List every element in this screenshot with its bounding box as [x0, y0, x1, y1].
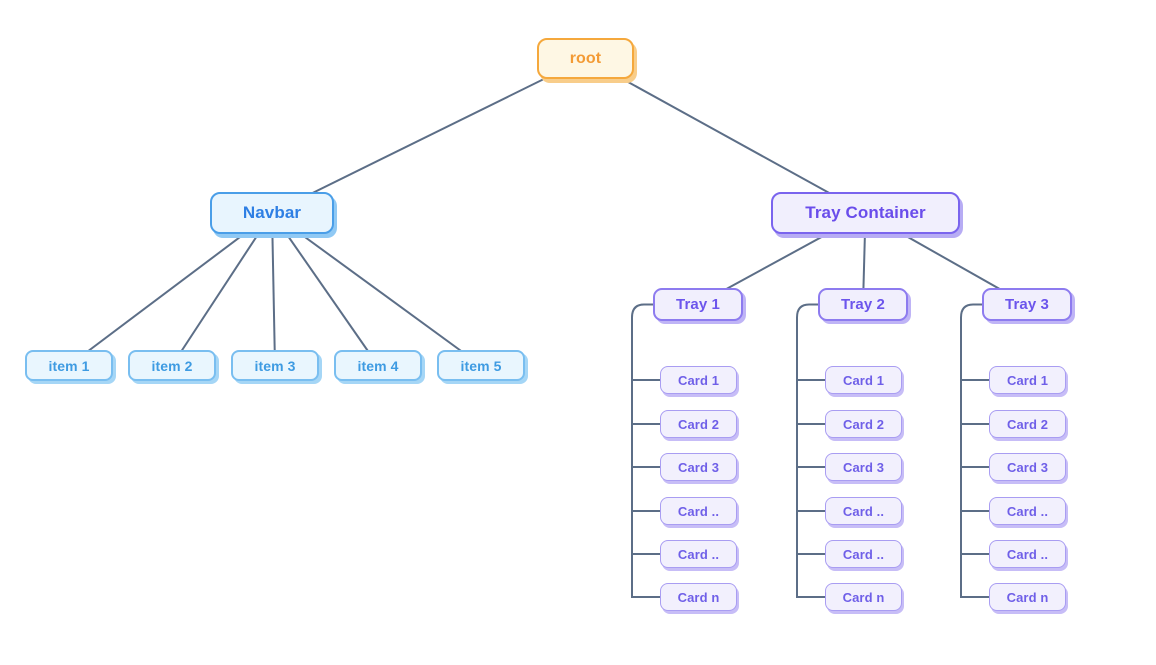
node-tray-3-card-2-label: Card 2 — [1006, 416, 1049, 432]
node-tray-2: Tray 2 — [818, 288, 908, 321]
node-tray-3: Tray 3 — [982, 288, 1072, 321]
node-tray-1-card-5: Card .. — [660, 540, 737, 568]
node-tray-2-card-3-label: Card 3 — [842, 459, 885, 475]
node-tray-2-card-6: Card n — [825, 583, 902, 611]
node-tray-1-card-6-label: Card n — [677, 589, 720, 605]
node-item-2-label: item 2 — [151, 357, 193, 374]
node-tray-2-card-1-label: Card 1 — [842, 372, 885, 388]
node-tray-2-card-4: Card .. — [825, 497, 902, 525]
node-tray-3-card-2: Card 2 — [989, 410, 1066, 438]
node-root-label: root — [569, 49, 602, 67]
node-tray-1-card-4: Card .. — [660, 497, 737, 525]
node-tray-container: Tray Container — [771, 192, 960, 234]
connector-line — [631, 303, 662, 598]
node-tray-1-card-4-label: Card .. — [677, 503, 720, 519]
node-tray-2-card-2: Card 2 — [825, 410, 902, 438]
node-tray-3-card-4: Card .. — [989, 497, 1066, 525]
node-tray-3-card-3: Card 3 — [989, 453, 1066, 481]
node-tray-2-card-1: Card 1 — [825, 366, 902, 394]
node-tray-2-card-5-label: Card .. — [842, 546, 885, 562]
node-tray-2-label: Tray 2 — [841, 296, 885, 313]
node-item-1-label: item 1 — [48, 357, 90, 374]
node-tray-container-label: Tray Container — [805, 203, 926, 222]
node-item-3-label: item 3 — [254, 357, 296, 374]
node-tray-1-card-3: Card 3 — [660, 453, 737, 481]
node-tray-3-card-4-label: Card .. — [1006, 503, 1049, 519]
connector-line — [271, 212, 276, 366]
connector-line — [960, 303, 991, 598]
node-tray-1-label: Tray 1 — [676, 296, 720, 313]
node-item-4-label: item 4 — [357, 357, 399, 374]
node-tray-1-card-2-label: Card 2 — [677, 416, 720, 432]
connector-line — [585, 57, 866, 214]
node-item-2: item 2 — [128, 350, 216, 381]
connector-line — [796, 303, 827, 598]
node-item-3: item 3 — [231, 350, 319, 381]
connector-line — [271, 212, 379, 367]
node-tray-2-card-6-label: Card n — [842, 589, 885, 605]
node-tray-1: Tray 1 — [653, 288, 743, 321]
node-tray-2-card-5: Card .. — [825, 540, 902, 568]
node-tray-3-card-5: Card .. — [989, 540, 1066, 568]
node-tray-1-card-2: Card 2 — [660, 410, 737, 438]
node-item-5-label: item 5 — [460, 357, 502, 374]
connector-line — [271, 57, 586, 214]
node-tray-3-card-1-label: Card 1 — [1006, 372, 1049, 388]
node-tray-1-card-5-label: Card .. — [677, 546, 720, 562]
node-tray-2-card-3: Card 3 — [825, 453, 902, 481]
node-tray-1-card-6: Card n — [660, 583, 737, 611]
node-item-5: item 5 — [437, 350, 525, 381]
node-tray-3-card-6: Card n — [989, 583, 1066, 611]
connector-line — [271, 212, 482, 367]
node-item-1: item 1 — [25, 350, 113, 381]
connector-line — [171, 212, 273, 367]
node-tray-2-card-2-label: Card 2 — [842, 416, 885, 432]
node-tray-2-card-4-label: Card .. — [842, 503, 885, 519]
node-tray-3-label: Tray 3 — [1005, 296, 1049, 313]
node-tray-1-card-3-label: Card 3 — [677, 459, 720, 475]
node-tray-3-card-3-label: Card 3 — [1006, 459, 1049, 475]
node-root: root — [537, 38, 634, 79]
node-tray-3-card-5-label: Card .. — [1006, 546, 1049, 562]
node-item-4: item 4 — [334, 350, 422, 381]
node-tray-1-card-1: Card 1 — [660, 366, 737, 394]
node-navbar-label: Navbar — [242, 203, 302, 222]
node-tray-3-card-1: Card 1 — [989, 366, 1066, 394]
node-tray-3-card-6-label: Card n — [1006, 589, 1049, 605]
node-navbar: Navbar — [210, 192, 334, 234]
connector-line — [68, 212, 273, 367]
node-tray-1-card-1-label: Card 1 — [677, 372, 720, 388]
